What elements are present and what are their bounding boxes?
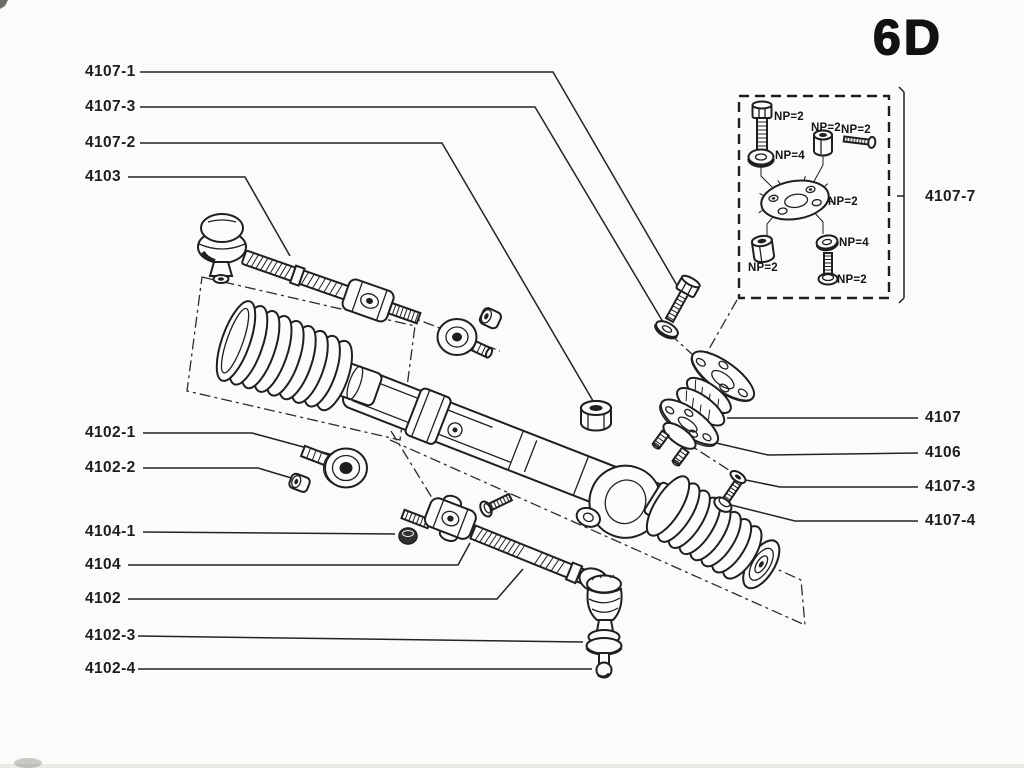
leader-4107-4 [726,503,918,522]
hardware-inset-4107-7 [737,94,891,300]
leader-4107-3-left [140,106,664,323]
leader-4107-3-right [735,477,918,488]
leader-4102-2 [143,467,299,481]
callout-4107-7: 4107-7 [925,188,976,205]
leader-4102 [128,568,524,600]
right-bellows-boot-drawing [643,475,781,590]
upper-boot-outline-box [186,276,416,441]
leader-lines [128,71,919,670]
flange-coupling-stack-drawing [651,350,756,467]
leader-4107-1 [140,71,683,295]
lower-axis-line [390,430,438,507]
qty-inset-set-screw: NP=2 [841,124,871,136]
inset-hex-bolt-drawing [751,100,773,155]
inset-mounting-plate-drawing [758,175,833,221]
tie-rod-end-ball-joint-drawing [585,573,623,679]
callout-4103: 4103 [85,168,122,185]
outer-tie-rod-4103-drawing [197,213,422,325]
inner-tie-rod-4102-drawing [400,494,610,593]
inset-washer-top-drawing [747,148,775,168]
steering-rack-housing-drawing [342,367,687,539]
qty-inset-washer-bottom: NP=4 [839,237,869,249]
qty-inset-nut-bottom: NP=2 [748,262,778,274]
part-4104-1-nut-drawing [398,527,418,545]
callout-4102-3: 4102-3 [85,627,136,644]
page-code: 6D [873,9,943,65]
clamp-bolt-drawing [479,492,514,518]
bolt-4107-4-drawing [713,469,747,513]
callout-4107-2: 4107-2 [85,134,136,151]
bracket-4107-7 [897,86,905,304]
part-4102-2-drawing [288,472,311,493]
callout-4102-1: 4102-1 [85,424,136,441]
qty-inset-plate: NP=2 [828,196,858,208]
nut-4107-2-drawing [580,400,612,432]
callout-4102-4: 4102-4 [85,660,136,677]
leader-4107-2 [140,142,597,407]
inset-connector-lines [760,152,824,239]
callout-4107-3-right: 4107-3 [925,478,976,495]
qty-inset-bolt-bottom: NP=2 [837,274,867,286]
inset-set-screw-drawing [842,135,877,149]
callout-4104: 4104 [85,556,122,573]
leader-4102-3 [137,635,584,643]
inset-nut-top-drawing [813,129,833,157]
leader-4103 [128,176,291,257]
inset-to-flange-axis [704,299,738,357]
inset-washer-bottom-drawing [815,234,839,252]
leader-4104 [128,542,471,566]
qty-inset-washer-top: NP=4 [775,150,805,162]
rack-mount-grommet-drawing [436,318,494,359]
lower-boot-outline-line [389,439,806,627]
callout-4107: 4107 [925,409,962,426]
qty-inset-hex-bolt: NP=2 [774,111,804,123]
inset-nut-bottom-drawing [750,234,776,264]
callout-4102-2: 4102-2 [85,459,136,476]
leader-4106 [715,442,919,456]
leader-4104-1 [142,531,396,535]
callout-4107-4: 4107-4 [925,512,976,529]
bolt-4107-1-drawing [654,274,701,340]
callout-4107-1: 4107-1 [85,63,136,80]
washer-4107-3-right-drawing [729,469,747,485]
small-bushing-drawing [478,307,503,330]
upper-bellows-boot-drawing [215,300,383,412]
callout-4102: 4102 [85,590,122,607]
callout-4104-1: 4104-1 [85,523,136,540]
callout-4106: 4106 [925,444,962,461]
inset-bolt-bottom-drawing [817,252,839,286]
callout-4107-3-left: 4107-3 [85,98,136,115]
washer-4107-3-left-drawing [654,320,679,340]
part-4102-1-drawing [299,444,368,489]
qty-inset-nut-top: NP=2 [811,122,841,134]
